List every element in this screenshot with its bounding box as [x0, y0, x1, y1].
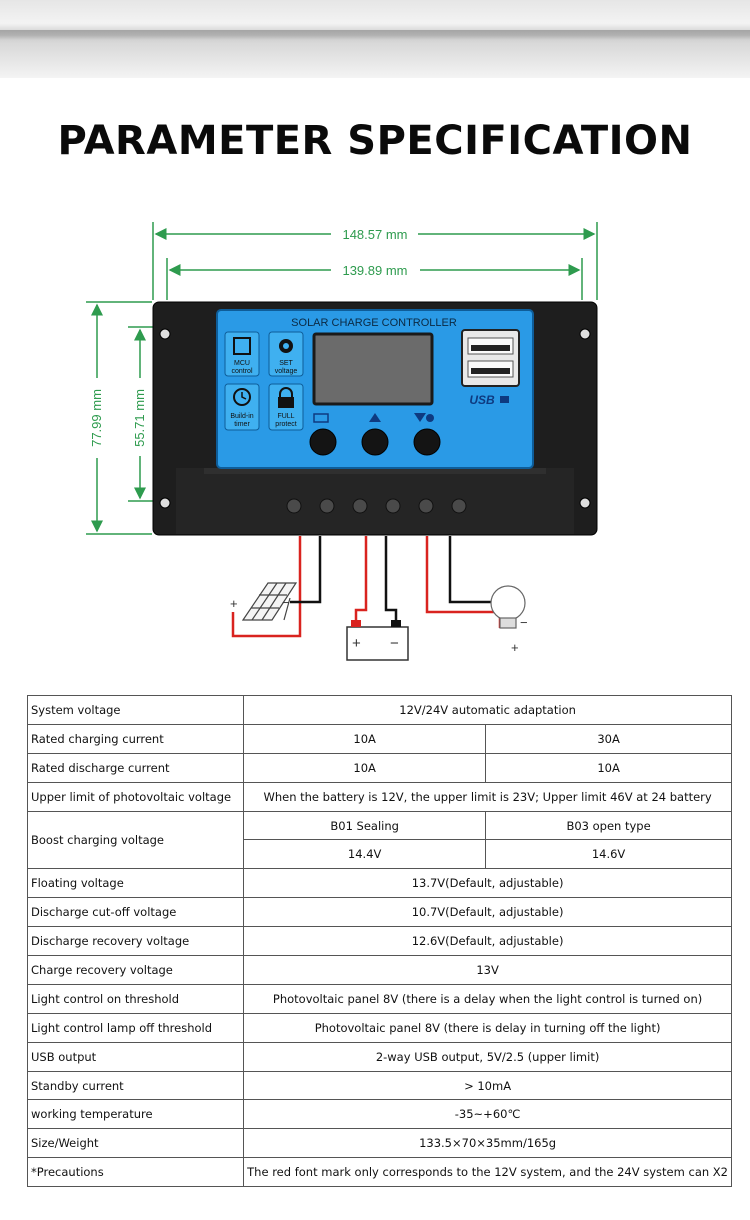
- mount-hole-icon: [579, 497, 591, 509]
- row-label: Size/Weight: [26, 1128, 245, 1159]
- svg-text:SET: SET: [279, 360, 293, 367]
- row-value: 13V: [243, 955, 732, 985]
- row-value: 12.6V(Default, adjustable): [243, 926, 732, 957]
- row-value-right: 14.6V: [485, 839, 732, 870]
- button-symbols: [313, 413, 434, 423]
- table-row: *Precautions The red font mark only corr…: [26, 1157, 732, 1188]
- table-row: Boost charging voltage B01 Sealing B03 o…: [26, 810, 732, 870]
- clock-icon: Build-in timer: [224, 383, 260, 431]
- usb-port-icon: [461, 329, 520, 387]
- row-value-right: 10A: [485, 752, 732, 783]
- row-label: Floating voltage: [26, 868, 245, 899]
- svg-text:timer: timer: [234, 421, 250, 428]
- row-value: When the battery is 12V, the upper limit…: [243, 781, 732, 812]
- svg-text:voltage: voltage: [275, 368, 298, 375]
- row-value: > 10mA: [243, 1070, 732, 1101]
- down-button[interactable]: [413, 428, 441, 456]
- gear-icon: SET voltage: [268, 331, 304, 377]
- menu-button[interactable]: [309, 428, 337, 456]
- page-title: PARAMETER SPECIFICATION: [57, 118, 693, 164]
- light-bulb-icon: [490, 585, 526, 629]
- table-row: Size/Weight 133.5×70×35mm/165g: [26, 1128, 732, 1159]
- row-label: Discharge recovery voltage: [26, 926, 245, 957]
- sub-header-right: B03 open type: [485, 810, 732, 841]
- terminal-screws: [286, 498, 467, 514]
- usb-label: USB: [469, 393, 495, 407]
- svg-text:control: control: [231, 368, 252, 375]
- row-label: Boost charging voltage: [26, 810, 245, 870]
- row-label: Light control on threshold: [26, 983, 245, 1014]
- row-value-left: 14.4V: [243, 839, 487, 870]
- bulb-plus: +: [511, 640, 519, 655]
- battery-icon: [346, 620, 409, 661]
- table-row: Discharge cut-off voltage 10.7V(Default,…: [26, 897, 732, 928]
- row-label: Charge recovery voltage: [26, 955, 245, 985]
- table-row: working temperature -35~+60℃: [26, 1099, 732, 1130]
- row-label: Discharge cut-off voltage: [26, 897, 245, 928]
- row-label: Upper limit of photovoltaic voltage: [26, 781, 245, 812]
- svg-text:protect: protect: [275, 421, 296, 428]
- mount-hole-icon: [159, 497, 171, 509]
- row-value-right: 30A: [485, 723, 732, 754]
- wires: [231, 536, 505, 638]
- row-label: *Precautions: [26, 1157, 245, 1188]
- svg-text:Build-in: Build-in: [230, 413, 253, 420]
- mcu-icon: MCU control: [224, 331, 260, 377]
- table-row: USB output 2-way USB output, 5V/2.5 (upp…: [26, 1041, 732, 1072]
- row-label: System voltage: [26, 695, 245, 725]
- spec-table: System voltage 12V/24V automatic adaptat…: [26, 695, 732, 1188]
- row-value-left: 10A: [243, 752, 487, 783]
- row-value: 133.5×70×35mm/165g: [243, 1128, 732, 1159]
- panel-title: SOLAR CHARGE CONTROLLER: [291, 317, 457, 329]
- outer-width-label: 148.57 mm: [342, 227, 407, 242]
- solar-panel-icon: [241, 582, 298, 621]
- battery-plus: +: [352, 635, 361, 652]
- table-row: Rated discharge current 10A 10A: [26, 752, 732, 783]
- row-value: Photovoltaic panel 8V (there is delay in…: [243, 1012, 732, 1043]
- table-row: System voltage 12V/24V automatic adaptat…: [26, 695, 732, 725]
- inner-height-label: 55.71 mm: [132, 389, 147, 447]
- row-value: 10.7V(Default, adjustable): [243, 897, 732, 928]
- svg-text:MCU: MCU: [234, 360, 250, 367]
- sub-header-left: B01 Sealing: [243, 810, 487, 841]
- mount-hole-icon: [159, 328, 171, 340]
- table-row: Floating voltage 13.7V(Default, adjustab…: [26, 868, 732, 899]
- row-label: Standby current: [26, 1070, 245, 1101]
- row-value: -35~+60℃: [243, 1099, 732, 1130]
- row-value: 12V/24V automatic adaptation: [243, 695, 732, 725]
- table-row: Standby current > 10mA: [26, 1070, 732, 1101]
- row-value-left: 10A: [243, 723, 487, 754]
- usb-battery-icon: [500, 396, 509, 403]
- table-row: Light control lamp off threshold Photovo…: [26, 1012, 732, 1043]
- table-row: Light control on threshold Photovoltaic …: [26, 983, 732, 1014]
- row-label: Light control lamp off threshold: [26, 1012, 245, 1043]
- row-value: 13.7V(Default, adjustable): [243, 868, 732, 899]
- row-label: USB output: [26, 1041, 245, 1072]
- lcd-screen: [312, 332, 434, 406]
- row-value: 2-way USB output, 5V/2.5 (upper limit): [243, 1041, 732, 1072]
- mount-hole-icon: [579, 328, 591, 340]
- lock-icon: FULL protect: [268, 383, 304, 431]
- row-value: Photovoltaic panel 8V (there is a delay …: [243, 983, 732, 1014]
- table-row: Rated charging current 10A 30A: [26, 723, 732, 754]
- battery-minus: −: [390, 635, 399, 652]
- table-row: Charge recovery voltage 13V: [26, 955, 732, 985]
- controller-diagram: 148.57 mm 139.89 mm 77.99 mm 55.71 mm SO…: [86, 222, 598, 661]
- inner-width-label: 139.89 mm: [342, 263, 407, 278]
- solar-plus: +: [230, 596, 238, 611]
- row-label: Rated discharge current: [26, 752, 245, 783]
- row-label: Rated charging current: [26, 723, 245, 754]
- top-shadow-band: [0, 0, 750, 78]
- table-row: Upper limit of photovoltaic voltage When…: [26, 781, 732, 812]
- row-value: The red font mark only corresponds to th…: [243, 1157, 732, 1188]
- bulb-minus: −: [520, 615, 528, 630]
- solar-minus: −: [282, 595, 290, 610]
- table-row: Discharge recovery voltage 12.6V(Default…: [26, 926, 732, 957]
- up-button[interactable]: [361, 428, 389, 456]
- svg-text:FULL: FULL: [277, 413, 294, 420]
- charge-controller: SOLAR CHARGE CONTROLLER MCU control SET …: [152, 301, 598, 536]
- outer-height-label: 77.99 mm: [89, 389, 104, 447]
- table-row: 14.4V 14.6V: [28, 839, 732, 870]
- row-label: working temperature: [26, 1099, 245, 1130]
